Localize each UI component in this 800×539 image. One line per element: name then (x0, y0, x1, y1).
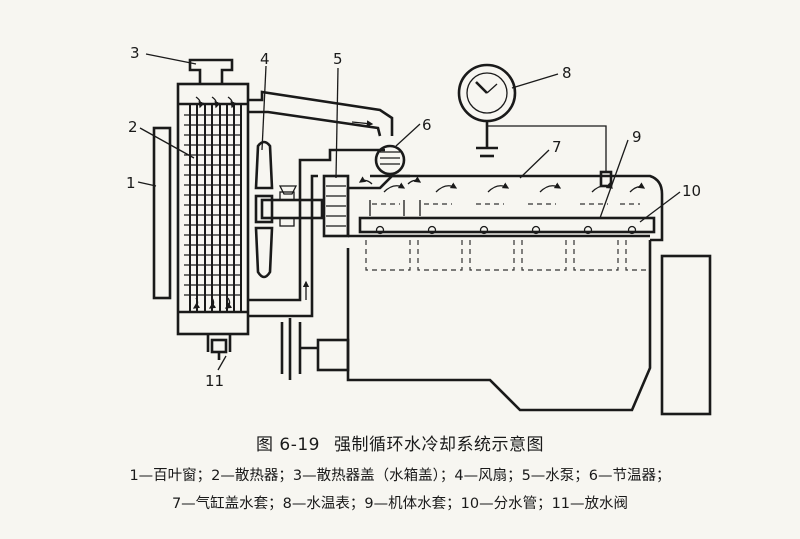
radiator (176, 82, 250, 336)
callout-8: 8 (562, 64, 572, 82)
engine-block (316, 174, 712, 416)
figure-caption: 图 6-19 强制循环水冷却系统示意图 (0, 430, 800, 455)
louver-shutter (152, 126, 172, 300)
callout-2: 2 (128, 118, 138, 136)
callout-4: 4 (260, 50, 270, 68)
engine-block-water-jacket (365, 240, 648, 271)
water-pump (260, 174, 350, 238)
leader-lines (137, 53, 681, 371)
fan (254, 140, 274, 279)
figure-legend-line-2: 7—气缸盖水套；8—水温表；9—机体水套；10—分水管；11—放水阀 (171, 496, 629, 512)
water-distribution-pipe (358, 216, 656, 235)
callout-7: 7 (552, 138, 562, 156)
callout-6: 6 (422, 116, 432, 134)
lower-hose (248, 148, 385, 318)
figure-number: 图 6-19 (256, 435, 320, 455)
water-temp-gauge-icon (457, 63, 613, 188)
pump-hatch (326, 185, 346, 227)
callout-labels: 3 2 1 4 5 6 7 8 9 10 11 (126, 44, 701, 390)
crank-pulley (280, 318, 318, 380)
callout-1: 1 (126, 174, 136, 192)
figure-title: 强制循环水冷却系统示意图 (334, 435, 544, 455)
radiator-cap (188, 58, 234, 84)
callout-3: 3 (130, 44, 140, 62)
flow-arrow-icon (192, 96, 237, 309)
cylinder-head-water-jacket (369, 182, 646, 216)
figure-legend-line-1: 1—百叶窗；2—散热器；3—散热器盖（水箱盖）；4—风扇；5—水泵；6—节温器； (129, 468, 671, 484)
callout-10: 10 (682, 182, 701, 200)
callout-5: 5 (333, 50, 343, 68)
callout-11: 11 (205, 372, 224, 390)
radiator-tubes (189, 103, 242, 313)
upper-hose (248, 90, 394, 137)
drain-valve (206, 334, 232, 360)
cooling-system-diagram: 3 2 1 4 5 6 7 8 9 10 11 (126, 44, 712, 416)
callout-9: 9 (632, 128, 642, 146)
